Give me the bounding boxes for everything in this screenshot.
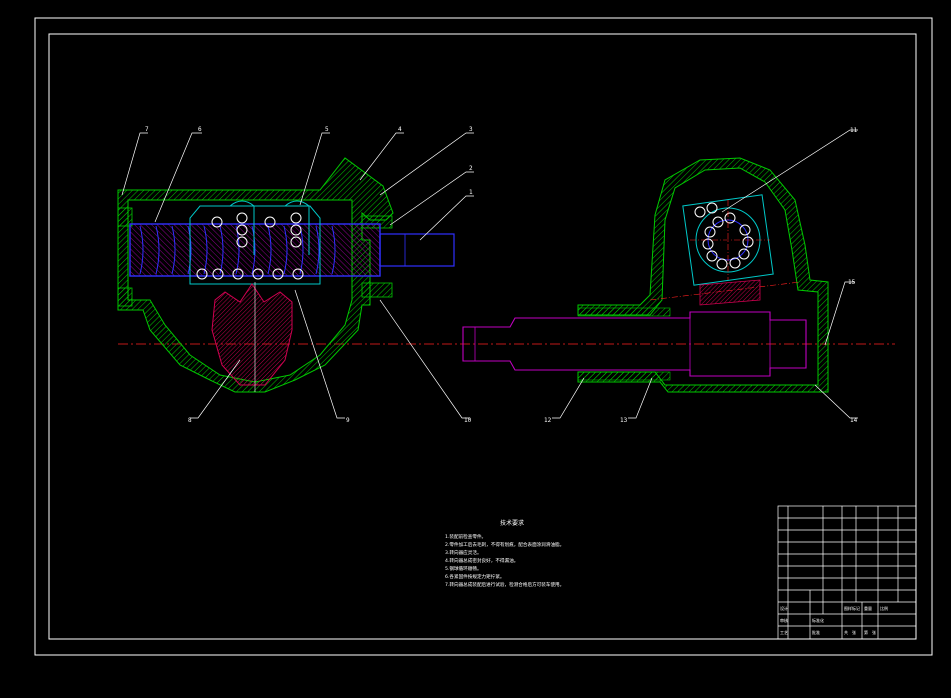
sector-teeth	[699, 279, 761, 306]
callout-labels: 7 6 5 4 3 2 1 8 9 10 11 15 12 13 14	[145, 126, 858, 424]
note-line: 6.各紧固件按规定力矩拧紧。	[445, 573, 505, 580]
callout-4: 4	[398, 126, 402, 133]
callout-5: 5	[325, 126, 329, 133]
callout-10: 10	[464, 417, 472, 424]
left-section-view	[117, 157, 455, 393]
bushing-left	[577, 307, 671, 317]
balls-lower	[196, 268, 304, 280]
tb-cell: 张	[852, 629, 856, 635]
output-shaft	[462, 311, 807, 377]
callout-9: 9	[346, 417, 350, 424]
technical-requirements: 技术要求 1.装配前检查零件。 2.零件加工后去毛刺，不得有划痕，配合表面涂润滑…	[445, 519, 564, 588]
left-seal-lower	[117, 287, 133, 307]
title-block	[777, 505, 917, 640]
note-line: 7.转向器总成装配后进行试验，检测合格后方可装车使用。	[445, 581, 564, 588]
callout-14: 14	[850, 417, 858, 424]
tb-cell: 批准	[812, 629, 820, 635]
title-block-text: 审核 工艺 批准 标准化 设计 图样标记 重量 比例 共 张 第 张	[780, 605, 888, 635]
bushing-left-lower	[577, 371, 671, 381]
callout-15: 15	[848, 279, 856, 286]
callout-7: 7	[145, 126, 149, 133]
input-shaft	[379, 233, 455, 267]
notes-title: 技术要求	[500, 519, 524, 527]
tb-cell: 比例	[880, 605, 888, 611]
tb-cell: 设计	[780, 605, 788, 611]
callout-3: 3	[469, 126, 473, 133]
callout-12: 12	[544, 417, 552, 424]
tb-cell: 标准化	[812, 617, 824, 623]
inner-frame	[48, 33, 917, 640]
note-line: 2.零件加工后去毛刺，不得有划痕，配合表面涂润滑油脂。	[445, 541, 564, 548]
callout-6: 6	[198, 126, 202, 133]
right-section-view	[462, 157, 829, 393]
callout-11: 11	[850, 127, 858, 134]
callout-2: 2	[469, 165, 473, 172]
tb-cell: 工艺	[780, 630, 788, 635]
callout-13: 13	[620, 417, 628, 424]
callout-1: 1	[469, 189, 473, 196]
right-housing	[577, 157, 829, 393]
note-line: 1.装配前检查零件。	[445, 533, 486, 540]
tb-cell: 第	[864, 629, 868, 635]
left-seal	[117, 207, 133, 227]
leader-lines	[121, 129, 858, 419]
ball-guide	[229, 200, 310, 255]
nut-cross-section	[649, 194, 801, 301]
tb-cell: 共	[844, 629, 848, 635]
tb-cell: 张	[872, 629, 876, 635]
right-bearing-lower	[361, 282, 393, 298]
note-line: 5.钢球循环顺畅。	[445, 565, 482, 572]
ball-nut	[189, 205, 321, 285]
sector-gear	[211, 283, 293, 386]
tb-cell: 图样标记	[844, 605, 860, 611]
tb-cell: 重量	[864, 605, 872, 611]
tb-cell: 审核	[780, 617, 788, 623]
balls-upper	[211, 212, 302, 248]
note-line: 3.转向器应灵活。	[445, 549, 482, 556]
outer-frame	[34, 17, 933, 656]
note-line: 4.转向器总成密封良好，不得漏油。	[445, 557, 518, 564]
callout-8: 8	[188, 417, 192, 424]
worm-threads	[139, 225, 336, 275]
